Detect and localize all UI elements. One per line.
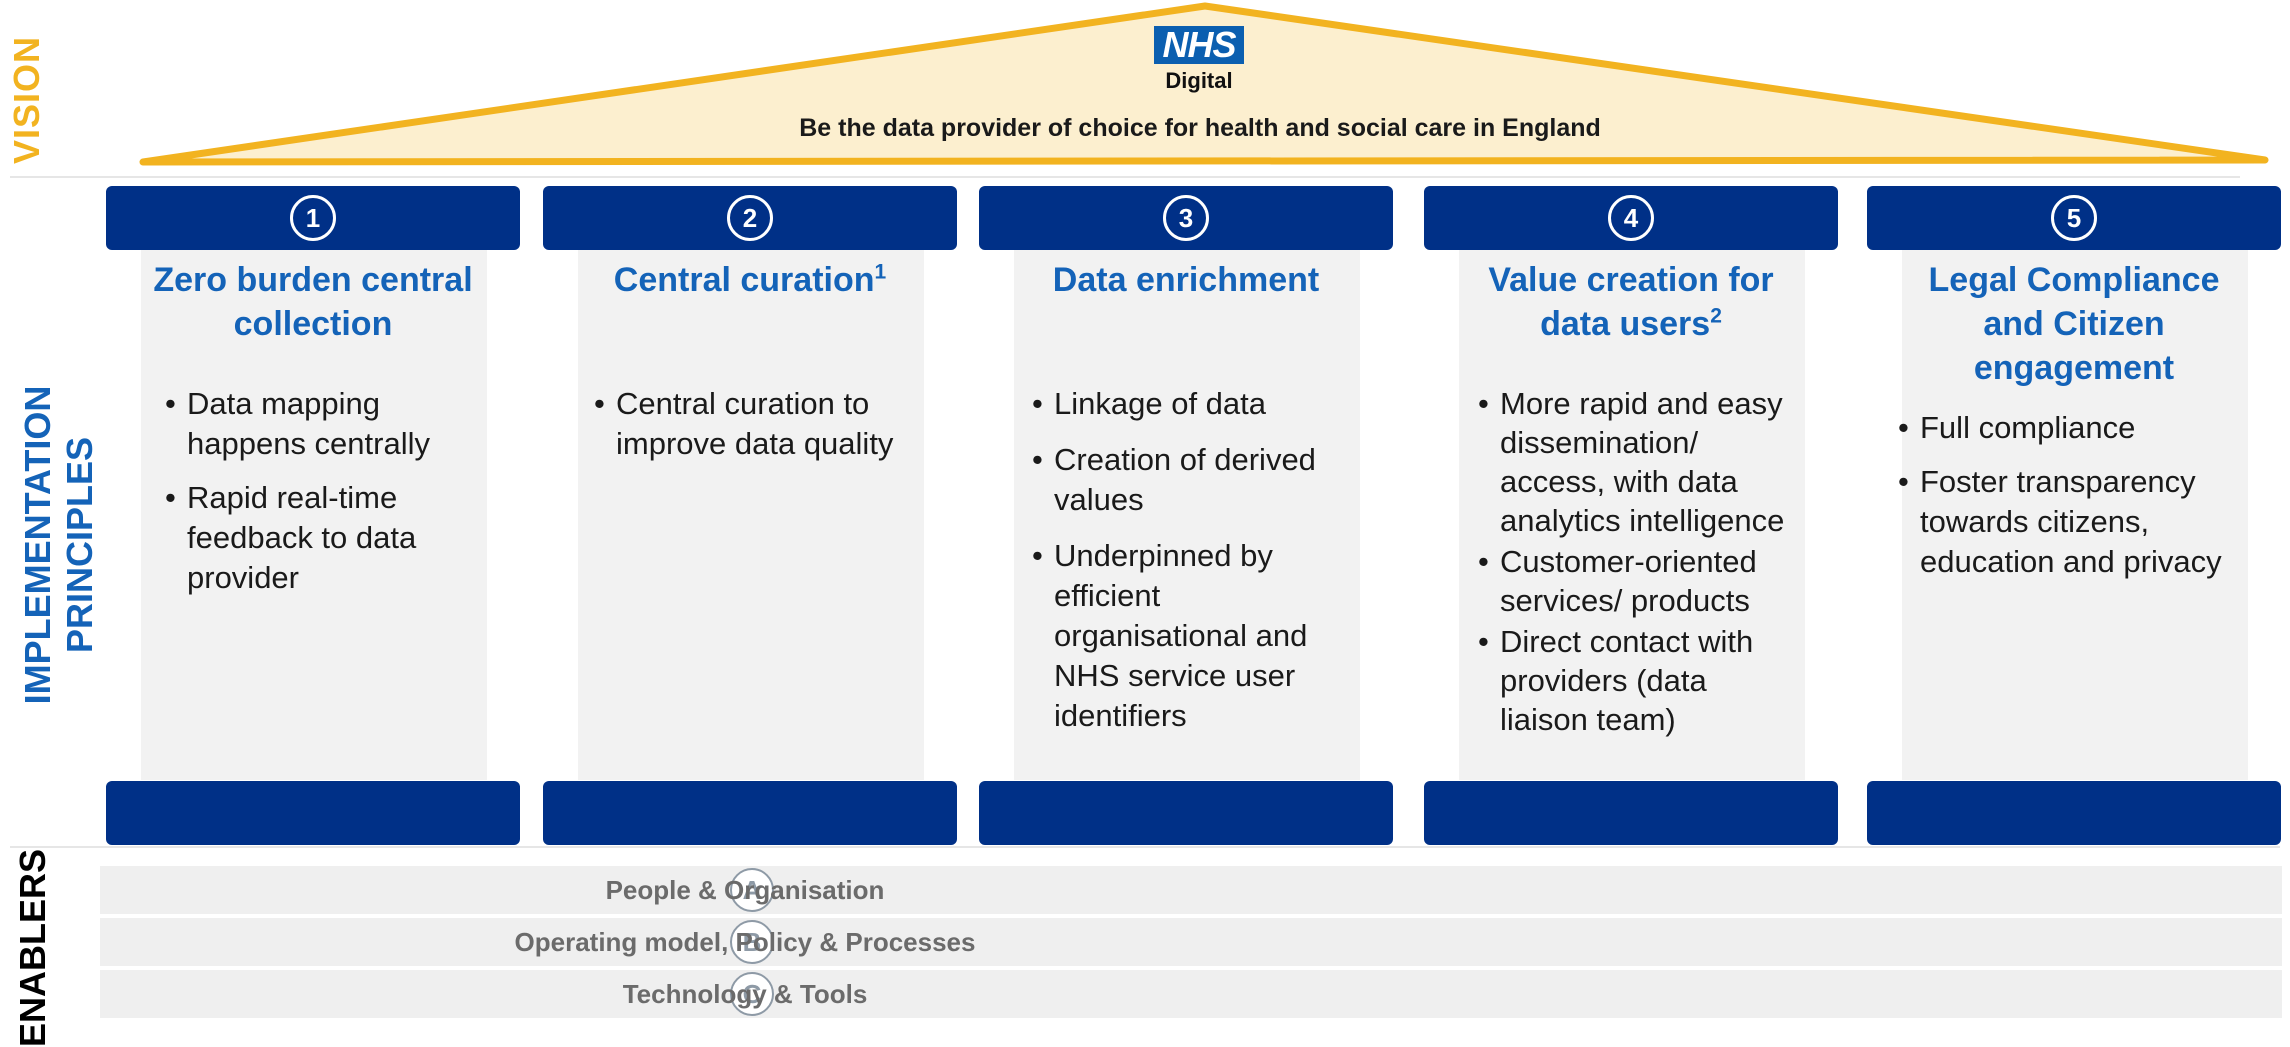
enabler-a-badge: A xyxy=(730,868,774,912)
pillar-1-bullet: Rapid real-time feedback to data provide… xyxy=(165,478,475,598)
vision-divider xyxy=(10,176,2240,178)
section-label-line2: PRINCIPLES xyxy=(59,436,100,654)
pillar-4-title: Value creation for data users2 xyxy=(1451,258,1811,346)
implementation-principles-section-label: IMPLEMENTATION PRINCIPLES xyxy=(17,386,101,705)
pillar-5-title: Legal Compliance and Citizen engagement xyxy=(1894,258,2254,390)
pillar-2-title-footnote: 1 xyxy=(874,260,887,284)
pillar-3-base xyxy=(979,781,1393,845)
pillar-2-base xyxy=(543,781,957,845)
pillar-2-title: Central curation1 xyxy=(570,258,930,302)
pillar-5-title-line1: Legal Compliance xyxy=(1928,261,2220,299)
roof-triangle xyxy=(139,2,2269,166)
enablers-section-label: ENABLERS xyxy=(12,848,53,1047)
pillar-4-title-line2: data users xyxy=(1540,305,1711,343)
pillar-2-number-badge: 2 xyxy=(727,195,773,241)
nhs-logo: NHS xyxy=(1154,26,1244,64)
pillar-2-top-cap: 2 xyxy=(543,186,957,250)
enabler-row-people: A People & Organisation xyxy=(100,866,2282,914)
pillar-5-number-badge: 5 xyxy=(2051,195,2097,241)
pillar-4-number-badge: 4 xyxy=(1608,195,1654,241)
pillar-5-bullet: Full compliance xyxy=(1898,408,2238,448)
pillar-1-top-cap: 1 xyxy=(106,186,520,250)
pillar-4-title-footnote: 2 xyxy=(1710,304,1722,328)
pillar-2-background xyxy=(578,250,924,780)
nhs-logo-subtext: Digital xyxy=(1165,68,1233,93)
pillar-4-bullet: More rapid and easy dissemination/ acces… xyxy=(1478,384,1798,540)
enabler-c-badge: C xyxy=(730,972,774,1016)
pillar-3-number-badge: 3 xyxy=(1163,195,1209,241)
pillar-1-bullet: Data mapping happens centrally xyxy=(165,384,475,464)
pillar-3-bullet: Linkage of data xyxy=(1032,384,1352,424)
pillar-2-title-line1: Central curation xyxy=(613,261,875,299)
pillar-1-title-line2: collection xyxy=(233,305,393,343)
vision-statement: Be the data provider of choice for healt… xyxy=(799,114,1601,142)
pillar-2-bullet: Central curation to improve data quality xyxy=(594,384,924,464)
enabler-b-badge: B xyxy=(730,920,774,964)
section-label-line1: IMPLEMENTATION xyxy=(17,385,58,705)
pillar-1-title-line1: Zero burden central xyxy=(153,261,473,299)
enabler-row-operating-model: B Operating model, Policy & Processes xyxy=(100,918,2282,966)
pillar-5-title-line3: engagement xyxy=(1973,349,2175,387)
pillar-4-bullet-list: More rapid and easy dissemination/ acces… xyxy=(1478,384,1798,739)
pillar-5-bullet-list: Full compliance Foster transparency towa… xyxy=(1898,408,2238,582)
pillar-1-number-badge: 1 xyxy=(290,195,336,241)
pillar-5-bullet: Foster transparency towards citizens, ed… xyxy=(1898,462,2238,582)
pillar-4-bullet: Direct contact with providers (data liai… xyxy=(1478,622,1798,739)
pillar-4-title-line1: Value creation for xyxy=(1488,261,1774,299)
pillar-2-bullet-list: Central curation to improve data quality xyxy=(594,384,924,464)
enabler-b-label: Operating model, Policy & Processes xyxy=(514,927,976,957)
pillar-1-bullet-list: Data mapping happens centrally Rapid rea… xyxy=(165,384,475,598)
pillar-3-bullet-list: Linkage of data Creation of derived valu… xyxy=(1032,384,1352,736)
pillar-1-title: Zero burden central collection xyxy=(133,258,493,346)
pillar-4-top-cap: 4 xyxy=(1424,186,1838,250)
pillar-3-title: Data enrichment xyxy=(1006,258,1366,302)
pillar-3-title-line1: Data enrichment xyxy=(1052,261,1320,299)
pillar-3-bullet: Underpinned by efficient organisational … xyxy=(1032,536,1352,736)
enabler-row-technology: C Technology & Tools xyxy=(100,970,2282,1018)
enablers-divider xyxy=(10,846,2280,848)
enabler-c-label: Technology & Tools xyxy=(622,979,868,1009)
pillar-1-base xyxy=(106,781,520,845)
pillar-3-top-cap: 3 xyxy=(979,186,1393,250)
pillar-4-base xyxy=(1424,781,1838,845)
pillar-4-bullet: Customer-oriented services/ products xyxy=(1478,542,1798,620)
pillar-5-top-cap: 5 xyxy=(1867,186,2281,250)
pillar-5-title-line2: and Citizen xyxy=(1983,305,2165,343)
pillar-5-base xyxy=(1867,781,2281,845)
enabler-a-label: People & Organisation xyxy=(605,875,885,905)
pillar-3-bullet: Creation of derived values xyxy=(1032,440,1352,520)
